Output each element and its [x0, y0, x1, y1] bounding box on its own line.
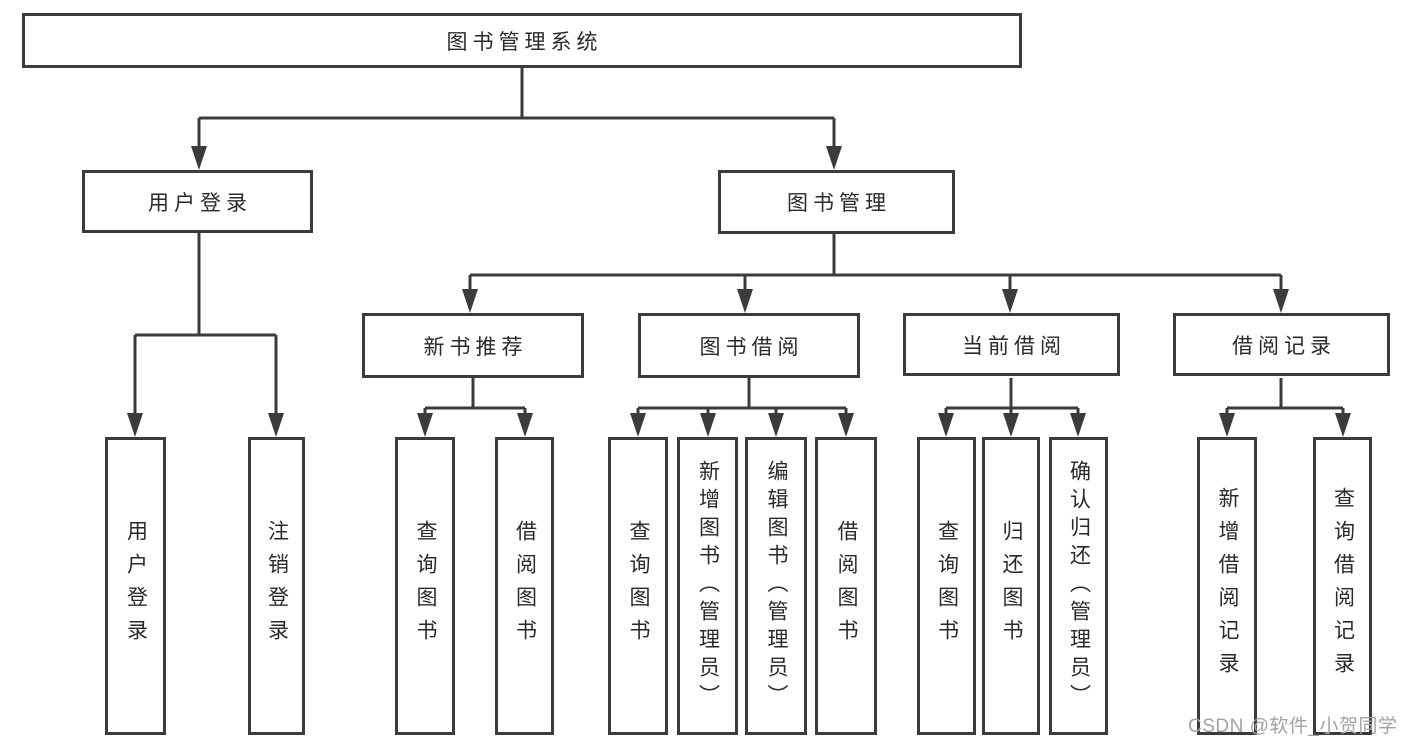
leaf-label: 用户登录: [124, 520, 148, 652]
leaf-label: 编辑图书（管理员）: [765, 460, 788, 712]
node-user-login: 用户登录: [82, 170, 313, 233]
leaf-bb-borrow-books: 借阅图书: [815, 437, 877, 735]
leaf-label: 归还图书: [1000, 520, 1023, 652]
node-borrowing-records: 借阅记录: [1173, 313, 1390, 376]
node-book-management: 图书管理: [718, 170, 955, 234]
node-label: 图书管理: [787, 192, 891, 215]
leaf-br-add-record: 新增借阅记录: [1197, 437, 1257, 735]
node-new-book-recommendation: 新书推荐: [362, 313, 584, 378]
leaf-bb-add-books-admin: 新增图书（管理员）: [677, 437, 738, 735]
leaf-logout-login: 注销登录: [248, 437, 305, 735]
leaf-user-login: 用户登录: [105, 437, 166, 735]
node-label: 图书管理系统: [446, 30, 603, 54]
leaf-br-query-record: 查询借阅记录: [1313, 437, 1372, 735]
leaf-label: 借阅图书: [513, 520, 537, 652]
csdn-watermark: CSDN @软件_小贺同学: [1188, 716, 1398, 737]
connector-lines: [133, 68, 1345, 414]
node-library-management-system: 图书管理系统: [22, 13, 1022, 68]
leaf-label: 确认归还（管理员）: [1067, 460, 1091, 712]
leaf-cb-confirm-return-admin: 确认归还（管理员）: [1049, 437, 1108, 735]
node-label: 当前借阅: [962, 334, 1066, 358]
leaf-nbr-borrow-books: 借阅图书: [495, 437, 554, 735]
leaf-label: 新增借阅记录: [1216, 487, 1239, 685]
connector-arrowheads: [127, 146, 1351, 437]
node-label: 借阅记录: [1232, 334, 1336, 358]
leaf-bb-query-books: 查询图书: [608, 437, 668, 735]
leaf-label: 新增图书（管理员）: [696, 460, 720, 712]
leaf-nbr-query-books: 查询图书: [395, 437, 455, 735]
leaf-label: 查询图书: [627, 520, 650, 652]
node-label: 用户登录: [148, 191, 252, 215]
leaf-label: 借阅图书: [835, 520, 858, 652]
leaf-label: 注销登录: [265, 520, 289, 652]
node-label: 图书借阅: [699, 335, 804, 359]
leaf-cb-query-books: 查询图书: [917, 437, 976, 735]
leaf-label: 查询图书: [935, 520, 959, 652]
node-book-borrowing: 图书借阅: [638, 313, 860, 378]
node-label: 新书推荐: [423, 335, 528, 359]
leaf-bb-edit-books-admin: 编辑图书（管理员）: [745, 437, 807, 735]
node-current-borrowing: 当前借阅: [903, 313, 1120, 376]
leaf-label: 查询借阅记录: [1331, 487, 1355, 685]
leaf-cb-return-books: 归还图书: [982, 437, 1040, 735]
leaf-label: 查询图书: [414, 520, 437, 652]
